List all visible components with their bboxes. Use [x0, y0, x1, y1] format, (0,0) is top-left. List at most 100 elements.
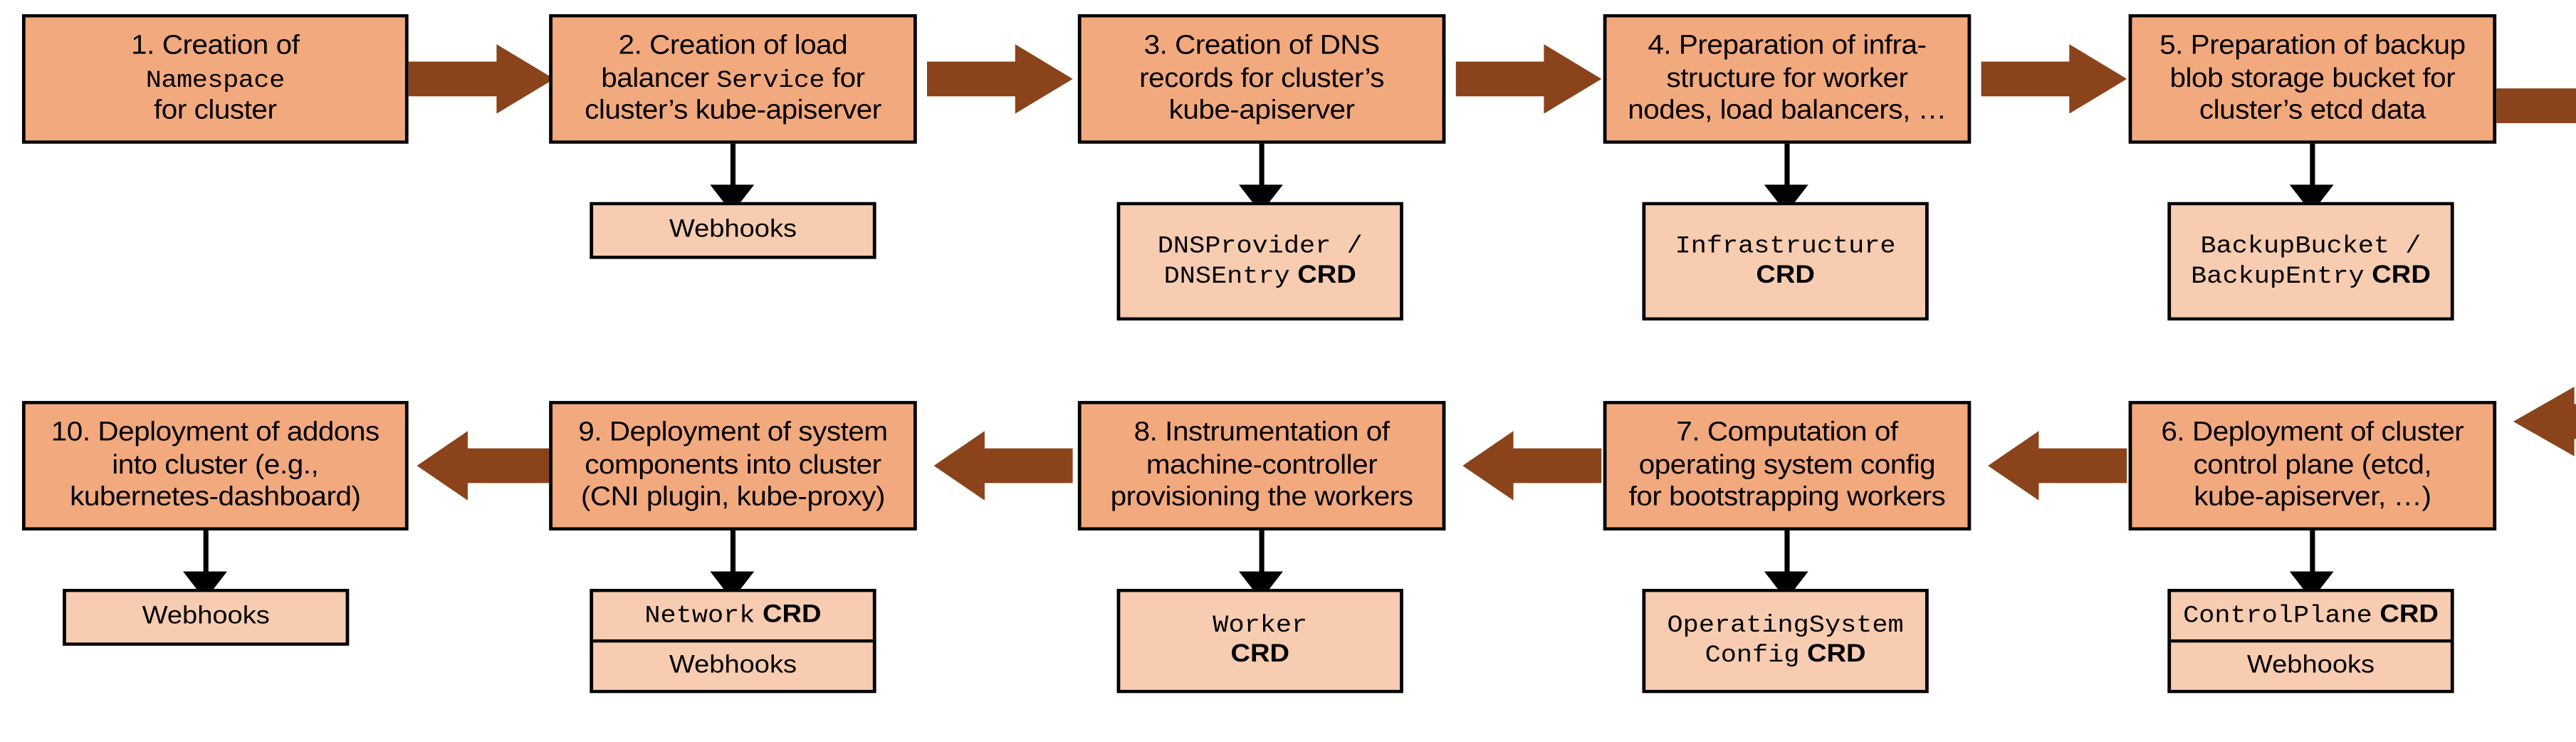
text-line: CRD [1675, 261, 1896, 291]
text-line: DNSEntry CRD [1158, 261, 1363, 291]
resource-row: Webhooks [66, 592, 346, 642]
text-line: Infrastructure [1675, 231, 1896, 261]
flow-arrow-6-7 [1988, 431, 2127, 501]
resource-box-webhooks-2[interactable]: Webhooks [590, 202, 876, 259]
text-line: kubernetes-dashboard) [51, 482, 379, 514]
resource-box-webhooks-10[interactable]: Webhooks [63, 588, 350, 646]
flow-arrow-5-6 [2496, 88, 2576, 456]
text-line: for cluster [131, 95, 299, 127]
text-line: balancer Service for [585, 63, 881, 95]
text-line: control plane (etcd, [2161, 449, 2464, 481]
text-span: 6. Deployment of cluster [2161, 417, 2464, 448]
text-line: 10. Deployment of addons [51, 417, 379, 449]
text-line: 9. Deployment of system [578, 417, 888, 449]
resource-row: DNSProvider /DNSEntry CRD [1120, 205, 1400, 317]
text-line: OperatingSystem [1667, 611, 1904, 641]
text-line: Webhooks [142, 602, 270, 632]
text-line: kube-apiserver [1139, 95, 1384, 127]
text-line: machine-controller [1111, 449, 1413, 481]
text-line: Webhooks [669, 216, 797, 246]
flow-arrow-4-5 [1981, 44, 2127, 114]
text-span: blob storage bucket for [2169, 63, 2456, 93]
resource-box-dns-crd[interactable]: DNSProvider /DNSEntry CRD [1116, 202, 1403, 321]
resource-row: Webhooks [2171, 639, 2451, 690]
text-span: BackupBucket / [2200, 231, 2421, 260]
text-span: Webhooks [669, 651, 797, 679]
text-span: Infrastructure [1675, 231, 1896, 260]
flow-arrow-2-3 [927, 44, 1073, 114]
resource-row: Network CRD [593, 592, 873, 639]
text-span: kube-apiserver, …) [2194, 481, 2431, 512]
text-line: 4. Preparation of infra- [1628, 31, 1946, 63]
text-line: BackupBucket / [2191, 231, 2431, 261]
text-span: BackupEntry [2191, 261, 2365, 290]
text-span: for bootstrapping workers [1628, 481, 1946, 512]
text-span: 2. Creation of load [618, 30, 848, 61]
text-line: 2. Creation of load [585, 31, 881, 63]
text-span: DNSEntry [1163, 261, 1290, 290]
text-line: operating system config [1629, 449, 1946, 481]
text-span: Namespace [145, 66, 285, 95]
text-span: cluster’s kube-apiserver [585, 95, 881, 125]
text-span: into cluster (e.g., [112, 449, 319, 480]
resource-row: BackupBucket /BackupEntry CRD [2171, 205, 2451, 317]
text-span: CRD [1289, 261, 1356, 288]
text-line: (CNI plugin, kube-proxy) [578, 482, 887, 514]
text-line: Worker [1213, 611, 1307, 641]
resource-row-label: DNSProvider /DNSEntry CRD [1158, 231, 1363, 291]
text-span: 9. Deployment of system [578, 417, 888, 448]
text-line: cluster’s etcd data [2159, 95, 2465, 127]
text-span: Config [1705, 641, 1800, 670]
text-span: kubernetes-dashboard) [70, 481, 361, 512]
text-span: for cluster [154, 95, 277, 125]
text-span: 3. Creation of DNS [1143, 31, 1381, 61]
flow-arrow-1-2 [408, 44, 555, 114]
text-span: Webhooks [669, 215, 797, 243]
text-span: (CNI plugin, kube-proxy) [580, 481, 886, 512]
text-line: kube-apiserver, …) [2161, 482, 2464, 514]
text-span: components into cluster [585, 449, 881, 480]
resource-row-label: Network CRD [644, 601, 821, 631]
text-span: 7. Computation of [1676, 417, 1898, 448]
resource-box-controlplane-crd[interactable]: ControlPlane CRD Webhooks [2167, 588, 2454, 694]
text-line: Webhooks [2247, 652, 2375, 681]
resource-row-label: ControlPlane CRD [2183, 601, 2439, 631]
resource-row-label: Webhooks [2247, 652, 2375, 681]
resource-box-network-crd[interactable]: Network CRD Webhooks [590, 588, 876, 694]
text-span: 4. Preparation of infra- [1648, 31, 1927, 61]
text-span: nodes, load balancers, … [1628, 95, 1947, 125]
text-line: Webhooks [669, 652, 797, 681]
text-span: CRD [2372, 600, 2439, 628]
text-line: 6. Deployment of cluster [2161, 417, 2464, 449]
step-box-4[interactable]: 4. Preparation of infra-structure for wo… [1603, 14, 1972, 144]
text-line: ControlPlane CRD [2183, 601, 2439, 631]
resource-row-label: Webhooks [669, 216, 797, 246]
text-span: operating system config [1638, 449, 1936, 480]
resource-box-backupbucket-crd[interactable]: BackupBucket /BackupEntry CRD [2167, 202, 2454, 321]
text-line: structure for worker [1628, 63, 1946, 95]
text-span: balancer [601, 63, 717, 93]
text-span: for [824, 63, 865, 93]
